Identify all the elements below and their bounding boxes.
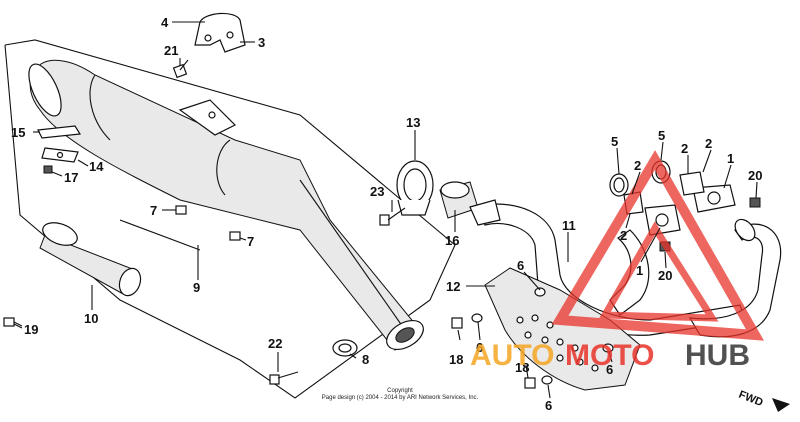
label-5b: 5 — [658, 128, 665, 143]
band-13[interactable] — [396, 160, 434, 216]
washer-6a[interactable] — [471, 313, 483, 323]
label-16: 16 — [445, 233, 459, 248]
collar-2b[interactable] — [679, 171, 705, 196]
copyright-line2: Page design (c) 2004 - 2014 by ARI Netwo… — [322, 395, 479, 401]
clip-7b[interactable] — [229, 231, 241, 241]
label-10: 10 — [84, 311, 98, 326]
watermark-auto: AUTO — [470, 339, 554, 372]
washer-6c[interactable] — [534, 287, 546, 297]
label-3: 3 — [258, 35, 265, 50]
bolt-19[interactable] — [3, 317, 23, 327]
label-1a: 1 — [727, 151, 734, 166]
nut-17[interactable] — [43, 165, 53, 174]
watermark-logo — [551, 150, 765, 341]
label-2b: 2 — [681, 141, 688, 156]
label-6d: 6 — [606, 362, 613, 377]
mounting-bracket-top[interactable] — [194, 12, 246, 53]
plate-15[interactable] — [37, 125, 82, 139]
clip-7a[interactable] — [175, 205, 187, 215]
bolt-22[interactable] — [269, 371, 299, 385]
label-11: 11 — [562, 218, 576, 233]
label-18b: 18 — [515, 360, 529, 375]
fwd-arrow-icon — [772, 398, 790, 412]
gasket-16[interactable] — [439, 181, 479, 219]
label-20b: 20 — [658, 268, 672, 283]
label-2a: 2 — [634, 158, 641, 173]
label-2c: 2 — [705, 136, 712, 151]
label-7b: 7 — [247, 234, 254, 249]
label-21: 21 — [164, 43, 178, 58]
label-9: 9 — [193, 280, 200, 295]
label-6b: 6 — [545, 398, 552, 413]
bolt-18b[interactable] — [524, 377, 536, 389]
watermark-hub: HUB — [685, 339, 750, 372]
watermark-text: AUTO MOTO HUB — [470, 339, 750, 372]
label-1b: 1 — [636, 263, 643, 278]
gasket-14[interactable] — [41, 147, 79, 163]
nut-20a[interactable] — [749, 197, 761, 208]
label-6c: 6 — [517, 258, 524, 273]
copyright-line1: Copyright — [387, 388, 413, 394]
label-6a: 6 — [476, 340, 483, 355]
label-19: 19 — [24, 322, 38, 337]
label-8: 8 — [362, 352, 369, 367]
label-23: 23 — [370, 184, 384, 199]
muffler-bracket — [178, 99, 237, 136]
label-13: 13 — [406, 115, 420, 130]
watermark-moto: MOTO — [565, 339, 654, 372]
collar-8[interactable] — [332, 339, 358, 357]
label-17: 17 — [64, 170, 78, 185]
label-20a: 20 — [748, 168, 762, 183]
gasket-5a[interactable] — [609, 173, 629, 197]
copyright: Copyright Page design (c) 2004 - 2014 by… — [322, 388, 479, 401]
muffler[interactable] — [22, 59, 428, 356]
label-2d: 2 — [620, 228, 627, 243]
label-15: 15 — [11, 125, 25, 140]
bolt-23[interactable] — [379, 207, 406, 226]
tail-pipe-10[interactable] — [39, 218, 145, 298]
bolt-18a[interactable] — [451, 317, 463, 329]
forward-direction-indicator: FWD — [737, 389, 790, 412]
label-12: 12 — [446, 279, 460, 294]
label-14: 14 — [89, 159, 104, 174]
label-7a: 7 — [150, 203, 157, 218]
label-5a: 5 — [611, 134, 618, 149]
label-18a: 18 — [449, 352, 463, 367]
label-4: 4 — [161, 15, 169, 30]
part-labels: 4 3 21 15 14 17 7 7 9 10 19 22 8 13 23 1… — [11, 15, 734, 413]
fwd-label: FWD — [737, 389, 765, 410]
washer-6b[interactable] — [541, 375, 553, 385]
bolt-21[interactable] — [172, 59, 189, 79]
label-22: 22 — [268, 336, 282, 351]
leader-lines — [13, 21, 758, 399]
washer-6d[interactable] — [602, 343, 614, 353]
